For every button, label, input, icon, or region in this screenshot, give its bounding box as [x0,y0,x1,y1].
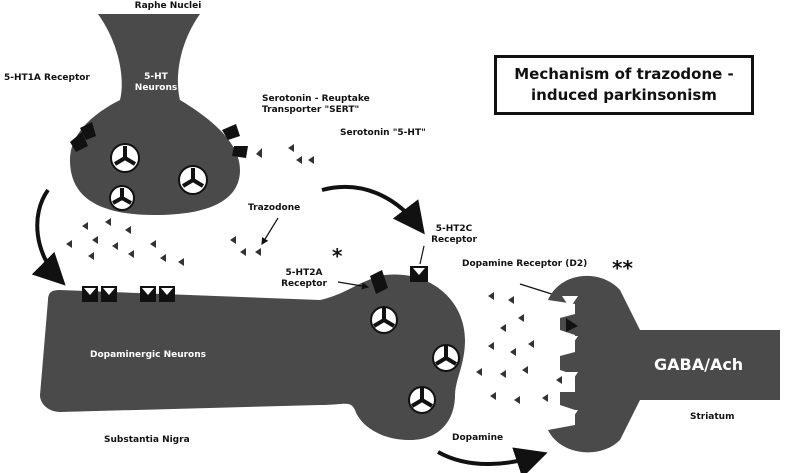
diagram-title: Mechanism of trazodone - induced parkins… [514,65,734,104]
dopaminergic-neurons-label: Dopaminergic Neurons [90,350,207,360]
dopaminergic-neuron [40,274,465,440]
vesicle-icon [432,344,460,372]
ht2c-pointer [419,245,425,265]
vesicle-icon [370,306,398,334]
ht1a-receptor-pair-icon [82,286,175,302]
serotonin-neurons-label: 5-HT Neurons [134,72,178,93]
sert-label: Serotonin - Reuptake Transporter "SERT" [262,94,370,115]
gaba-ach-label: GABA/Ach [654,355,744,374]
dopamine-molecules [476,292,562,404]
raphe-nuclei-label: Raphe Nuclei [134,1,202,11]
serotonin-release-cloud [66,218,261,266]
d2-receptor-icon [562,296,578,422]
dopamine-label: Dopamine [452,433,504,443]
serotonin-label: Serotonin "5-HT" [340,128,426,138]
trazodone-pointer [261,217,279,246]
trazodone-label: Trazodone [248,203,301,213]
ht1a-receptor-label: 5-HT1A Receptor [4,73,90,83]
ht2a-pointer [337,281,370,290]
curved-arrow-bottom [437,447,548,473]
striatum-label: Striatum [690,412,735,422]
ht2c-receptor-icon [410,266,428,282]
dopamine-receptor-label: Dopamine Receptor (D2) [462,259,588,269]
serotonin-molecules [256,144,314,164]
vesicle-icon [178,165,208,195]
vesicle-icon [110,143,140,173]
curved-arrow-left [31,188,66,286]
ht2a-receptor-icon [370,270,388,294]
sert-transporter-icon [222,124,248,158]
curved-arrow-right [321,184,425,235]
double-star-annotation: ** [612,256,633,280]
serotonin-neuron [70,14,240,215]
striatum-neuron [548,275,780,453]
single-star-annotation: * [332,244,343,268]
vesicle-icon [109,185,135,211]
d2-receptor-bound-icon [566,318,578,332]
vesicle-icon [408,386,436,414]
ht2c-receptor-label: 5-HT2C Receptor [431,224,477,245]
title-box: Mechanism of trazodone - induced parkins… [494,55,754,115]
ht2a-receptor-label: 5-HT2A Receptor [281,268,327,289]
substantia-nigra-label: Substantia Nigra [104,435,190,445]
ht1a-receptor-icon [70,122,96,152]
